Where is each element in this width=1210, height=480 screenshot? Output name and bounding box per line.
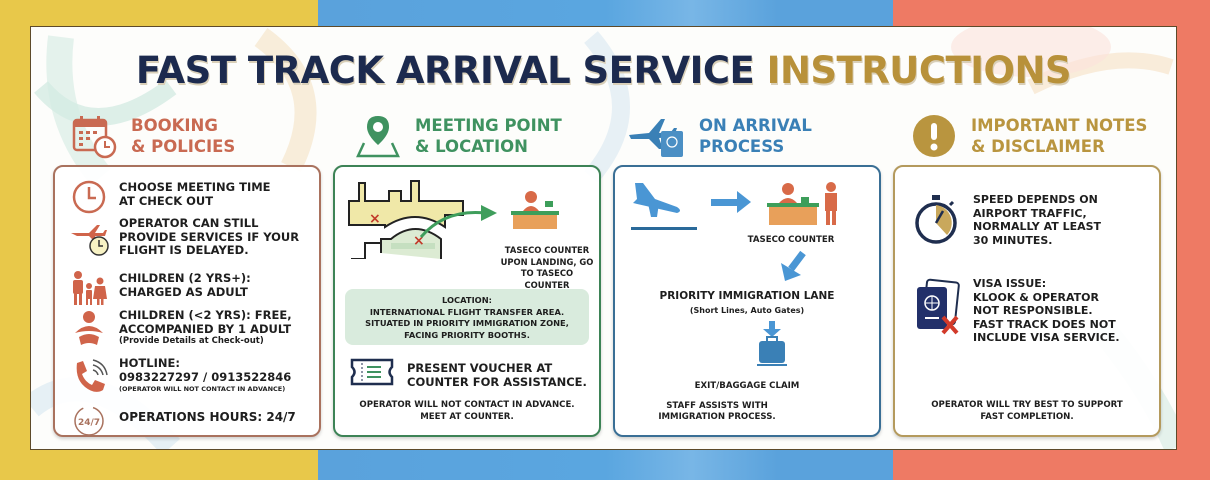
svg-text:×: × (413, 233, 425, 249)
svg-text:×: × (369, 211, 381, 227)
counter-officers-icon (767, 182, 837, 225)
plane-delay-icon (69, 217, 109, 257)
step-exit-baggage: EXIT/BAGGAGE CLAIM (694, 381, 800, 391)
title-main: FAST TRACK ARRIVAL SERVICE (135, 49, 755, 92)
arrow-right-icon (711, 191, 751, 213)
map-pin-icon (351, 109, 405, 163)
taseco-counter-label: TASECO COUNTER UPON LANDING, GO TO TASEC… (500, 245, 594, 290)
ticket-icon (349, 357, 395, 392)
step-priority-immigration: PRIORITY IMMIGRATION LANE (659, 290, 835, 302)
meeting-note: OPERATOR WILL NOT CONTACT IN ADVANCE. ME… (359, 400, 575, 422)
list-item: CHILDREN (<2 YRS): FREE,ACCOMPANIED BY 1… (69, 308, 292, 349)
step-taseco-counter: TASECO COUNTER (747, 235, 835, 245)
svg-text:24/7: 24/7 (78, 418, 100, 428)
important-notes-section: IMPORTANT NOTES & DISCLAIMER SPEED DEPEN… (893, 109, 1161, 437)
counter-staff-icon (511, 191, 559, 229)
step-priority-immigration-sub: (Short Lines, Auto Gates) (689, 306, 805, 315)
arrival-flow-diagram (631, 182, 837, 281)
booking-heading: BOOKING & POLICIES (131, 116, 236, 156)
baggage-icon (757, 321, 787, 366)
notes-footer: OPERATOR WILL TRY BEST TO SUPPORT FAST C… (931, 400, 1123, 422)
calendar-clock-icon (67, 109, 121, 163)
stopwatch-icon (913, 193, 959, 252)
notes-heading: IMPORTANT NOTES & DISCLAIMER (971, 116, 1148, 156)
page-title: FAST TRACK ARRIVAL SERVICE INSTRUCTIONS (31, 49, 1176, 92)
clock-icon (69, 177, 109, 217)
passport-cross-icon (913, 277, 963, 342)
list-item: 24/7 OPERATIONS HOURS: 24/7 (69, 401, 296, 441)
family-icon (69, 269, 109, 309)
arrow-down-left-icon (781, 250, 806, 281)
arrival-process-section: ON ARRIVAL PROCESS TASECO COUNTER PRIORI… (613, 109, 881, 437)
arrival-heading: ON ARRIVAL PROCESS (699, 116, 812, 156)
arrival-pane: TASECO COUNTER PRIORITY IMMIGRATION LANE… (613, 165, 881, 437)
24-7-icon: 24/7 (69, 401, 109, 441)
meeting-point-section: MEETING POINT & LOCATION × × (333, 109, 601, 437)
instruction-board: FAST TRACK ARRIVAL SERVICE INSTRUCTIONS … (30, 26, 1177, 450)
title-highlight: INSTRUCTIONS (766, 49, 1072, 92)
location-box: LOCATION: INTERNATIONAL FLIGHT TRANSFER … (345, 289, 589, 345)
meeting-pane: × × TASECO COUNTER UPON LANDING, GO TO T… (333, 165, 601, 437)
list-item: CHILDREN (2 YRS+):CHARGED AS ADULT (69, 269, 251, 309)
meeting-heading: MEETING POINT & LOCATION (415, 116, 562, 156)
phone-icon (69, 357, 109, 397)
list-item: HOTLINE:0983227297 / 0913522846(OPERATOR… (69, 356, 291, 397)
exclamation-icon (907, 109, 961, 163)
plane-passport-icon (627, 109, 689, 163)
baby-icon (69, 309, 109, 349)
arrival-note: STAFF ASSISTS WITH IMMIGRATION PROCESS. (658, 401, 776, 422)
plane-landing-icon (631, 183, 697, 230)
terminal-map-diagram: × × (348, 180, 559, 259)
